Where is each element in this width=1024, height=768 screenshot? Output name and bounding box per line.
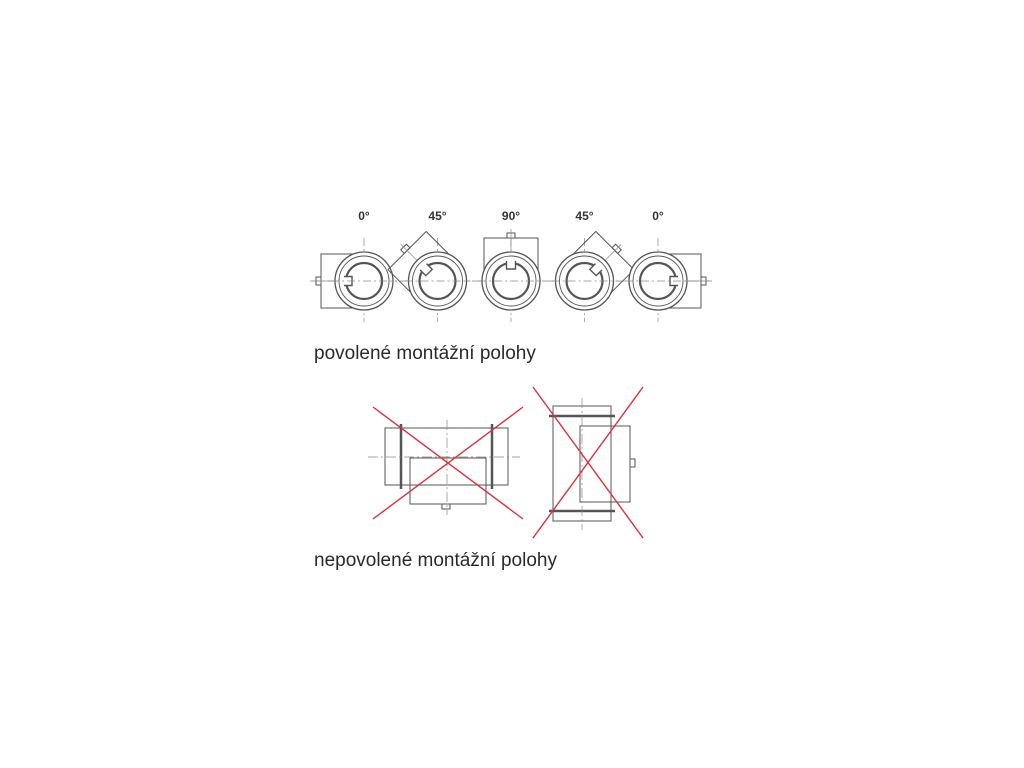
tee-branch xyxy=(409,457,487,505)
allowed-position-2: 45° xyxy=(387,209,471,322)
forbidden-horizontal-tee xyxy=(368,420,520,515)
branch-housing xyxy=(569,230,635,297)
branch-axis xyxy=(400,243,417,261)
forbidden-vertical-tee xyxy=(549,398,636,530)
branch-housing xyxy=(387,230,453,297)
key-notch xyxy=(505,260,517,270)
angle-label: 45° xyxy=(428,209,446,223)
forbidden-horizontal-cross xyxy=(372,406,524,520)
branch-housing xyxy=(312,253,358,309)
forbidden-vertical-cross xyxy=(532,386,644,539)
tee-branch-cap xyxy=(441,503,451,510)
forbidden-positions-caption: nepovolené montážní polohy xyxy=(314,550,557,571)
allowed-position-5: 0° xyxy=(625,209,710,322)
branch-axis xyxy=(605,243,622,261)
key-notch xyxy=(588,262,603,277)
allowed-positions: 0° 45° 90° 45° 0° xyxy=(312,209,710,322)
cross-line-4 xyxy=(532,386,644,539)
branch-housing xyxy=(483,229,539,275)
allowed-positions-caption: povolené montážní polohy xyxy=(314,343,536,364)
allowed-position-4: 45° xyxy=(551,209,635,322)
cross-line-2 xyxy=(372,406,524,520)
key-notch xyxy=(419,262,434,277)
branch-housing xyxy=(664,253,710,309)
tee-main-pipe xyxy=(384,427,509,486)
allowed-position-3: 90° xyxy=(478,209,544,322)
angle-label: 0° xyxy=(652,209,664,223)
tee-branch-cap-vertical xyxy=(629,458,636,468)
angle-label: 0° xyxy=(358,209,370,223)
angle-label: 45° xyxy=(575,209,593,223)
allowed-position-1: 0° xyxy=(312,209,397,322)
angle-label: 90° xyxy=(502,209,520,223)
